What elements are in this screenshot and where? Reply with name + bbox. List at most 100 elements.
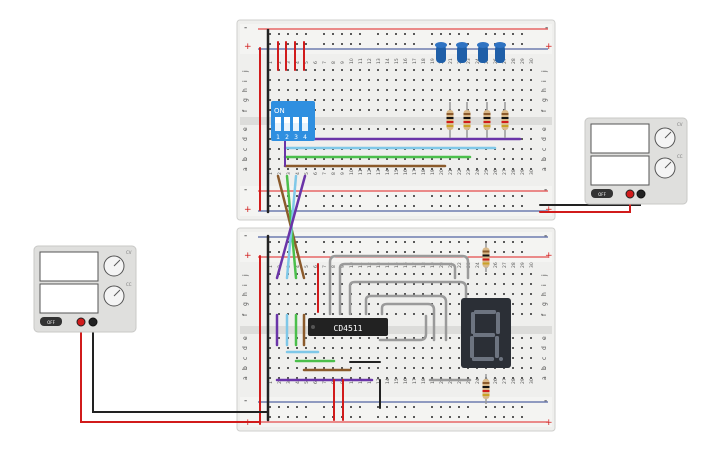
hole [314,357,316,359]
hole [269,377,271,379]
hole [350,99,352,101]
hole [467,99,469,101]
dip-toggle[interactable] [275,117,281,131]
hole [440,99,442,101]
hole [350,109,352,111]
hole [359,273,361,275]
rail-hole [512,251,514,253]
hole [512,69,514,71]
svg-text:+: + [545,42,553,52]
hole [395,357,397,359]
hole [440,69,442,71]
rail-hole [386,33,388,35]
column-number: 6 [313,61,319,64]
rail-hole [350,43,352,45]
hole [368,313,370,315]
power-supply-right[interactable]: CV CC OFF [584,117,688,205]
hole [503,89,505,91]
column-number: 29 [520,169,526,175]
hole [341,313,343,315]
hole [404,89,406,91]
rail-hole [305,406,307,408]
rail-hole [413,195,415,197]
hole [404,79,406,81]
terminal-positive [625,189,635,199]
hole [323,128,325,130]
power-supply-left[interactable]: CV CC OFF [33,245,137,333]
hole [296,377,298,379]
hole [449,99,451,101]
column-number: 14 [385,378,391,384]
hole [323,293,325,295]
hole [530,283,532,285]
hole [269,303,271,305]
rail-hole [278,33,280,35]
hole [314,293,316,295]
rail-hole [413,416,415,418]
resistor-band [501,113,509,115]
hole [530,357,532,359]
rail-hole [503,205,505,207]
cd4511-chip[interactable]: CD4511 [308,318,388,336]
hole [449,158,451,160]
hole [278,293,280,295]
segment-f [471,312,475,334]
dip-toggle[interactable] [284,117,290,131]
hole [323,109,325,111]
hole [296,313,298,315]
row-letter: a [242,376,249,380]
row-letter: f [541,109,548,112]
rail-hole [467,406,469,408]
chip-label: CD4511 [334,324,363,333]
hole [386,283,388,285]
svg-text:CV: CV [126,250,132,255]
column-number: 26 [493,169,499,175]
hole [485,79,487,81]
rail-hole [350,406,352,408]
hole [512,293,514,295]
column-number: 27 [502,58,508,64]
dip-toggle[interactable] [302,117,308,131]
rail-hole [296,416,298,418]
rail-hole [395,33,397,35]
hole [467,377,469,379]
hole [413,283,415,285]
hole [350,168,352,170]
rail-hole [458,406,460,408]
dip-toggle[interactable] [293,117,299,131]
hole [404,367,406,369]
row-letter: b [541,366,548,370]
hole [521,337,523,339]
hole [404,283,406,285]
rail-hole [431,251,433,253]
hole [386,367,388,369]
rail-hole [269,195,271,197]
rail-hole [503,251,505,253]
hole [449,303,451,305]
rail-hole [485,33,487,35]
rail-hole [305,205,307,207]
hole [332,89,334,91]
hole [359,293,361,295]
hole [278,367,280,369]
hole [512,148,514,150]
wire-gray [378,314,428,342]
hole [458,79,460,81]
rail-hole [323,195,325,197]
hole [422,377,424,379]
hole [368,377,370,379]
hole [359,357,361,359]
hole [458,158,460,160]
hole [404,168,406,170]
hole [512,79,514,81]
svg-text:-: - [544,185,547,195]
rail-hole [467,43,469,45]
column-number: 30 [529,58,535,64]
rail-hole [521,416,523,418]
hole [377,99,379,101]
rail-hole [458,195,460,197]
hole [449,367,451,369]
dip-position-label: 2 [285,134,289,141]
svg-text:+: + [545,418,553,428]
